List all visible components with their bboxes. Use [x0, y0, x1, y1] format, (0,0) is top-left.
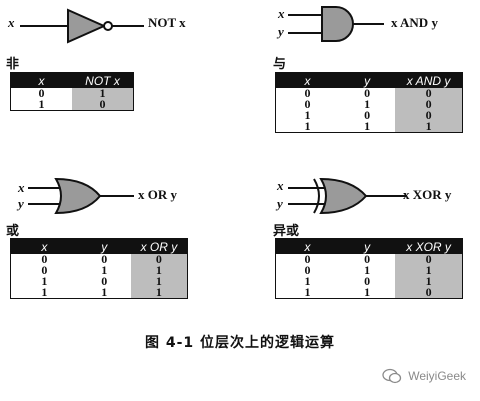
xor-title: 异或 — [273, 224, 300, 239]
table-cell: 1 — [395, 275, 463, 287]
table-row: 1 0 1 — [276, 274, 463, 288]
table-row: 0 1 1 — [276, 263, 463, 277]
table-cell: 0 — [304, 97, 311, 111]
table-row: 0 0 0 — [11, 252, 188, 266]
table-cell: 1 — [304, 119, 311, 133]
table-cell: 0 — [304, 86, 311, 100]
table-cell: 1 — [72, 87, 134, 99]
xor-col-x: x — [275, 238, 340, 254]
figure-caption: 图 4-1 位层次上的逻辑运算 — [144, 335, 336, 351]
table-cell: 1 — [395, 120, 463, 133]
and-col-x: x — [275, 72, 340, 88]
or-col-out: x OR y — [130, 238, 188, 254]
table-cell: 1 — [364, 119, 371, 133]
table-cell: 0 — [364, 86, 371, 100]
table-cell: 0 — [395, 98, 463, 110]
table-row: 1 1 1 — [11, 285, 188, 299]
table-row: 1 0 — [11, 97, 134, 111]
and-gate-symbol — [288, 6, 384, 42]
xor-input1-label: x — [277, 178, 284, 193]
table-cell: 0 — [364, 108, 371, 122]
not-gate-symbol — [20, 8, 144, 44]
not-input-label: x — [8, 15, 15, 30]
table-cell: 0 — [130, 253, 188, 265]
table-cell: 0 — [101, 274, 108, 288]
and-input2-label: y — [278, 24, 284, 39]
table-cell: 1 — [304, 108, 311, 122]
table-cell: 0 — [101, 252, 108, 266]
xor-col-y: y — [339, 238, 396, 254]
table-cell: 0 — [395, 109, 463, 121]
table-row: 0 1 0 — [276, 97, 463, 111]
table-cell: 1 — [130, 275, 188, 287]
or-output-label: x OR y — [138, 187, 177, 202]
table-row: 1 1 0 — [276, 285, 463, 299]
table-cell: 1 — [364, 97, 371, 111]
table-cell: 1 — [101, 263, 108, 277]
watermark-text: WeiyiGeek — [408, 369, 466, 383]
table-cell: 0 — [41, 252, 48, 266]
watermark: WeiyiGeek — [382, 368, 466, 384]
and-title: 与 — [273, 57, 287, 72]
table-cell: 1 — [38, 97, 45, 111]
table-cell: 0 — [395, 87, 463, 99]
table-cell: 0 — [72, 98, 134, 111]
and-col-out: x AND y — [395, 72, 463, 88]
and-col-y: y — [339, 72, 396, 88]
table-row: 1 0 1 — [11, 274, 188, 288]
or-col-y: y — [77, 238, 131, 254]
or-title: 或 — [6, 224, 20, 239]
table-cell: 0 — [364, 252, 371, 266]
or-col-x: x — [10, 238, 78, 254]
not-col-out: NOT x — [72, 72, 134, 88]
table-row: 0 1 — [11, 86, 134, 100]
xor-input2-label: y — [277, 196, 283, 211]
table-cell: 0 — [304, 252, 311, 266]
table-cell: 1 — [364, 285, 371, 299]
xor-output-label: x XOR y — [403, 187, 452, 202]
not-output-label: NOT x — [148, 15, 186, 30]
table-cell: 1 — [395, 264, 463, 276]
table-cell: 1 — [304, 285, 311, 299]
and-output-label: x AND y — [391, 15, 438, 30]
not-title: 非 — [6, 57, 20, 72]
table-cell: 1 — [41, 285, 48, 299]
wechat-icon — [382, 368, 402, 384]
table-row: 0 0 0 — [276, 252, 463, 266]
or-input2-label: y — [18, 196, 24, 211]
table-cell: 0 — [38, 86, 45, 100]
table-cell: 0 — [395, 286, 463, 299]
table-cell: 0 — [304, 263, 311, 277]
table-cell: 1 — [304, 274, 311, 288]
table-row: 1 1 1 — [276, 119, 463, 133]
or-input1-label: x — [18, 180, 25, 195]
or-gate-symbol — [28, 177, 134, 215]
table-cell: 1 — [130, 264, 188, 276]
not-col-x: x — [10, 72, 72, 88]
table-cell: 0 — [395, 253, 463, 265]
table-row: 1 0 0 — [276, 108, 463, 122]
table-cell: 1 — [41, 274, 48, 288]
table-cell: 1 — [101, 285, 108, 299]
table-row: 0 1 1 — [11, 263, 188, 277]
xor-gate-symbol — [288, 177, 406, 215]
and-input1-label: x — [278, 6, 285, 21]
table-cell: 1 — [130, 286, 188, 299]
table-cell: 0 — [364, 274, 371, 288]
table-cell: 1 — [364, 263, 371, 277]
not-truth-table: x NOT x 0 1 1 0 — [10, 72, 134, 111]
table-cell: 0 — [41, 263, 48, 277]
table-row: 0 0 0 — [276, 86, 463, 100]
xor-col-out: x XOR y — [395, 238, 463, 254]
